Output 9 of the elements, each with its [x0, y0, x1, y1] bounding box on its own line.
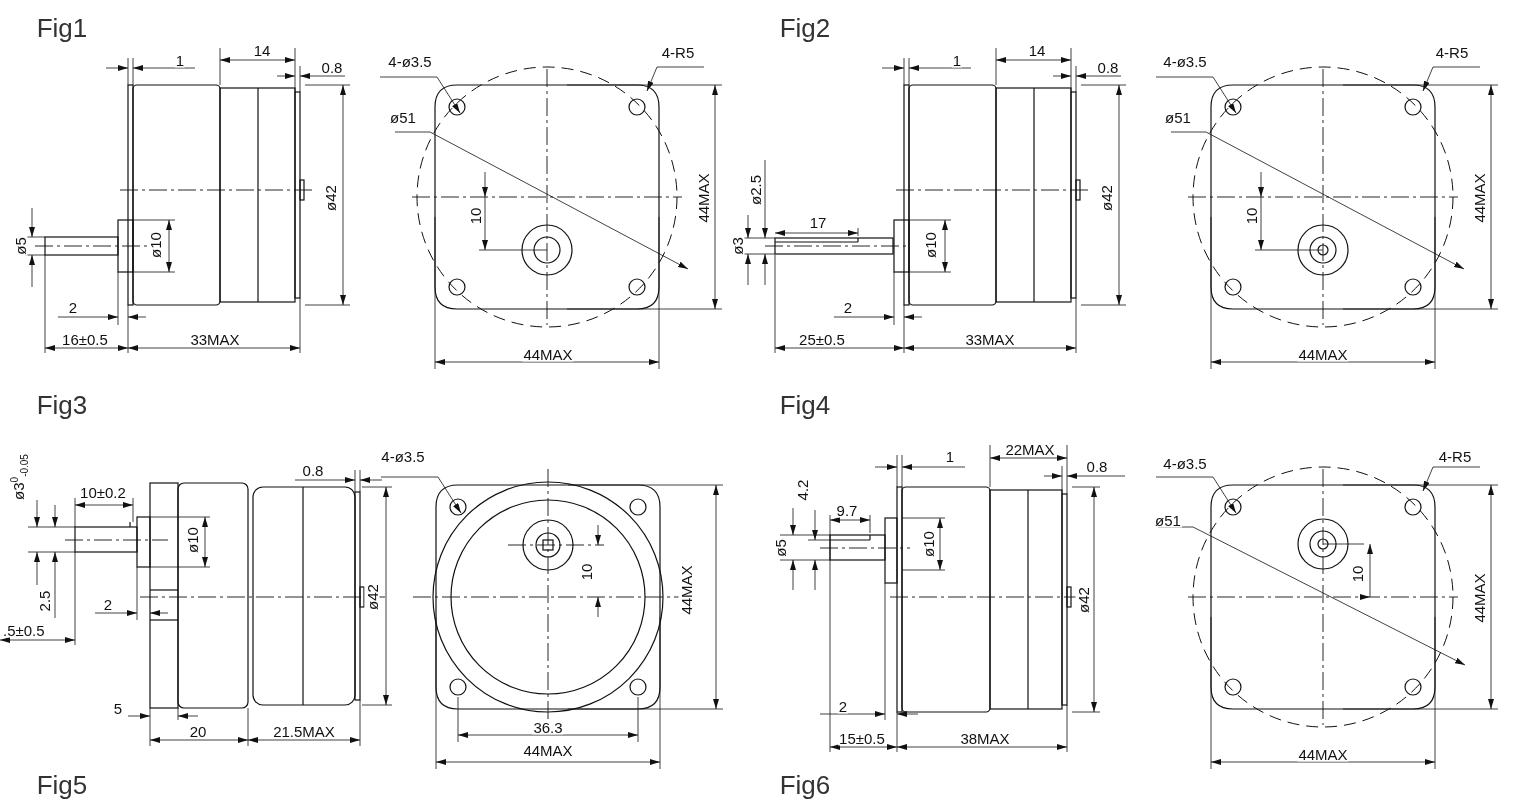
- dimension-label: ø42: [1075, 586, 1091, 614]
- dimension-label: 44MAX: [678, 564, 694, 616]
- figure-label: Fig1: [35, 15, 89, 41]
- figure-label: Fig3: [35, 392, 89, 418]
- dimension-label: ø42: [364, 583, 380, 611]
- figure-label: Fig2: [778, 15, 832, 41]
- figure-label: Fig5: [35, 772, 89, 798]
- figure-label: Fig6: [778, 772, 832, 798]
- figure-label: Fig4: [778, 392, 832, 418]
